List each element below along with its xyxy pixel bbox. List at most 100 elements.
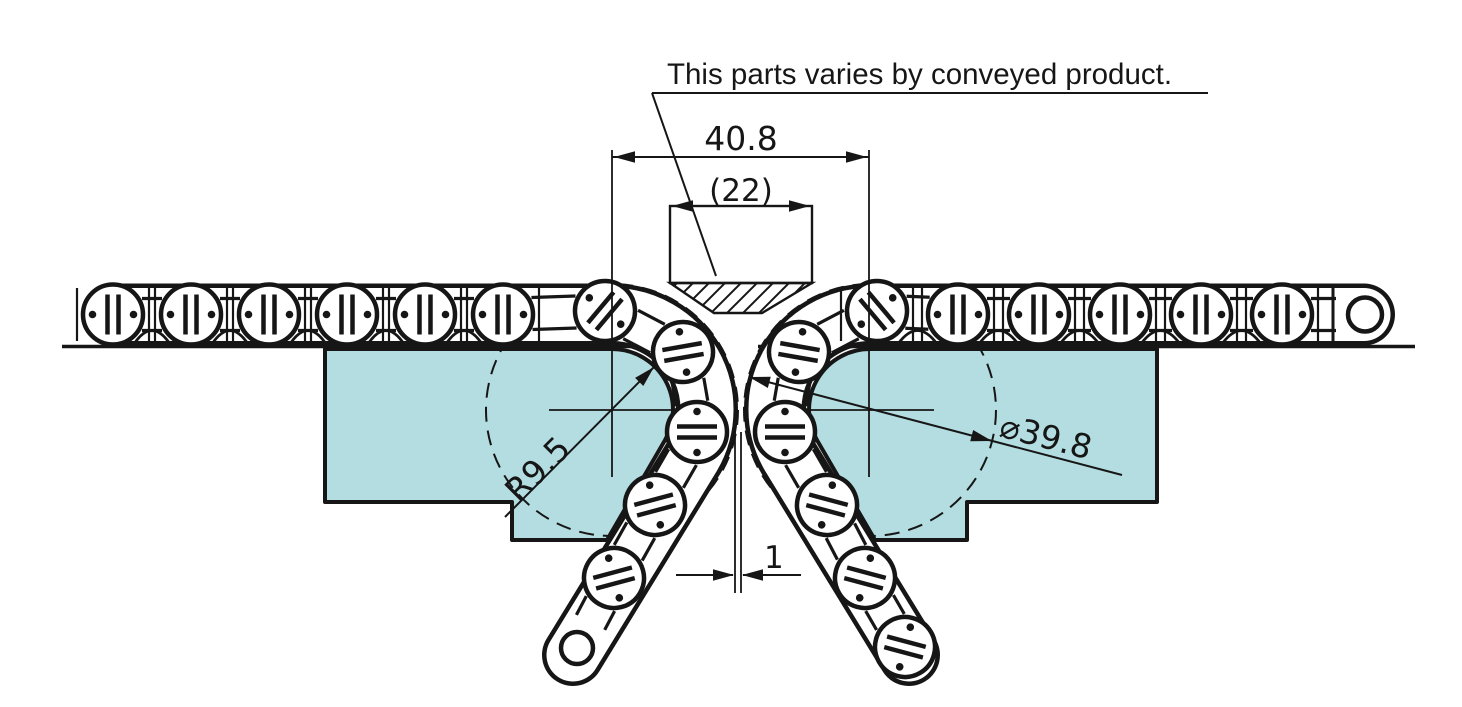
roller-dot (585, 294, 594, 302)
roller-dot (604, 554, 613, 562)
roller-slot (777, 351, 819, 364)
roller-slot (592, 565, 633, 581)
diameter-leader (748, 376, 1123, 476)
roller-slot (866, 290, 896, 325)
roller-dot (616, 320, 625, 328)
arrowhead (614, 151, 635, 163)
roller-dot (1298, 310, 1307, 319)
chain-roller (572, 278, 638, 344)
link-plate (811, 448, 828, 473)
roller-slot (843, 575, 884, 591)
roller-dot (1055, 310, 1064, 319)
chain-roller (392, 282, 458, 347)
link-cap-arc (366, 329, 406, 345)
link-plate (892, 594, 906, 615)
arrowhead (713, 569, 734, 581)
roller-slot (883, 644, 924, 660)
roller-slot (886, 634, 927, 650)
chain-roller (832, 545, 898, 611)
link-cap-arc (288, 329, 328, 345)
roller-slot (661, 340, 703, 353)
link-plate (784, 464, 801, 489)
radius-leader (504, 366, 655, 518)
roller-dot (1136, 310, 1145, 319)
dimension-arrowheads (614, 151, 992, 581)
chain-roller (925, 282, 991, 347)
roller-slot (636, 502, 677, 518)
chain-roller (470, 282, 536, 347)
roller-slot (846, 565, 887, 581)
link-plate (804, 383, 812, 407)
roller-dot (363, 310, 372, 319)
chain-roller (794, 472, 860, 538)
roller-dot (855, 594, 864, 602)
link-plate (622, 337, 651, 355)
guide-rail-left (323, 347, 675, 542)
link-plate (853, 522, 868, 546)
roller-dot (1176, 310, 1185, 319)
chain-roller (650, 319, 716, 385)
link-plate (681, 464, 698, 489)
dim-label-center-distance: 40.8 (704, 119, 777, 158)
arrowhead (749, 376, 771, 388)
chain-roller (844, 278, 910, 344)
roller-dot (645, 481, 654, 489)
chain-roller (236, 282, 302, 347)
link-plate (574, 595, 588, 616)
roller-dot (615, 594, 624, 602)
roller-dot (781, 407, 789, 416)
chain-roller (766, 319, 832, 385)
roller-slot (779, 340, 821, 353)
link-cap-arc (1058, 329, 1101, 345)
roller-dot (675, 328, 684, 336)
arrowhead (672, 200, 693, 212)
roller-dot (1014, 310, 1023, 319)
link-plate (654, 448, 671, 473)
link-plate (603, 610, 617, 631)
roller-dot (895, 663, 904, 671)
roller-slot (805, 502, 846, 518)
arrowhead (789, 200, 810, 212)
roller-dot (1095, 310, 1104, 319)
roller-dot (933, 310, 942, 319)
chain-roller (622, 472, 688, 538)
link-cap-arc (210, 329, 250, 345)
roller-dot (478, 310, 487, 319)
link-plate (864, 610, 878, 631)
roller-slot (633, 492, 674, 508)
link-cap-arc (896, 329, 939, 345)
chain-roller (1168, 282, 1234, 347)
link-cap-arc (132, 329, 172, 345)
link-plate (906, 294, 930, 299)
roller-dot (791, 368, 800, 376)
arrowhead (846, 151, 867, 163)
end-link-hole-bottom-left (558, 629, 596, 667)
roller-dot (244, 310, 253, 319)
roller-dot (1217, 310, 1226, 319)
arrowhead (742, 569, 763, 581)
roller-slot (858, 297, 888, 332)
link-cap-arc (977, 329, 1020, 345)
arrowhead (635, 367, 654, 386)
dim-label-chain-gap: 1 (764, 540, 784, 576)
roller-dot (519, 310, 528, 319)
link-plate (637, 308, 666, 326)
roller-slot (586, 290, 616, 325)
link-plate (816, 308, 845, 326)
product-part (666, 204, 817, 315)
chain-roller (581, 545, 647, 611)
link-plate (824, 537, 839, 561)
link-plate (831, 337, 860, 355)
end-link-hole-right (1345, 295, 1385, 334)
roller-dot (828, 481, 837, 489)
link-cap-arc (1139, 329, 1182, 345)
chain-roller (664, 399, 730, 465)
roller-dot (207, 310, 216, 319)
roller-dot (817, 521, 826, 529)
chain-roller (314, 282, 380, 347)
product-part-hatched-tip (666, 281, 817, 315)
roller-dot (798, 328, 807, 336)
roller-dot (888, 294, 897, 302)
roller-dot (400, 310, 409, 319)
